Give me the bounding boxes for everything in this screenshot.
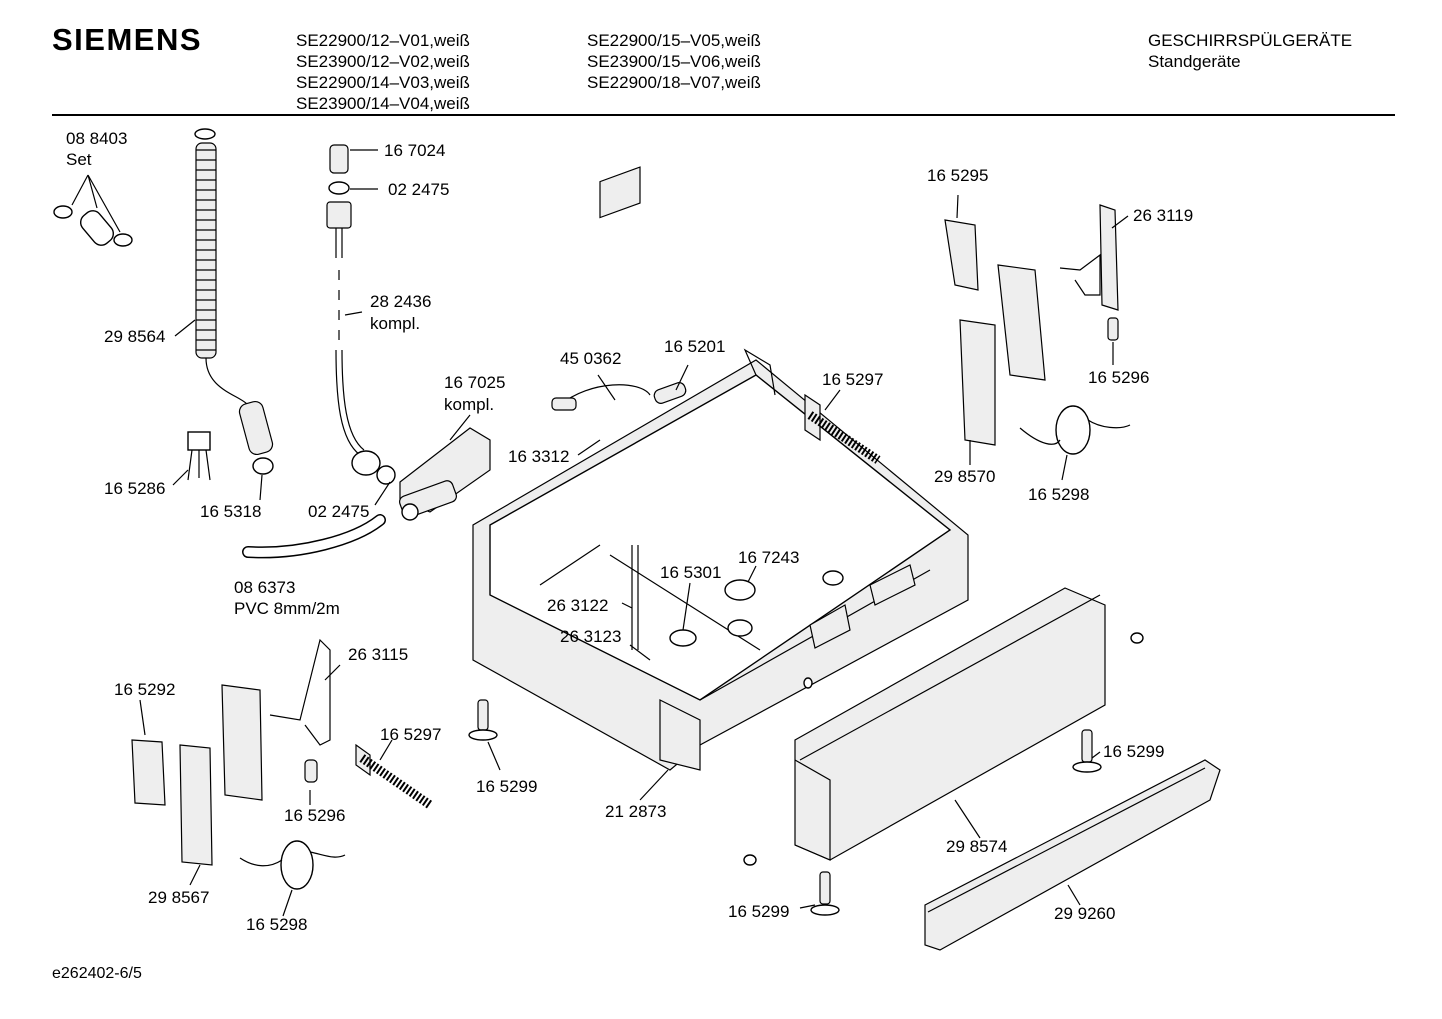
clip-drawing: [187, 431, 211, 481]
part-label: 16 5286: [104, 479, 165, 498]
part-label: 16 7024: [384, 141, 445, 160]
model-item: SE22900/12–V01,weiß: [296, 31, 470, 50]
leader-lines: [71, 149, 1129, 917]
part-label: 16 5297: [822, 370, 883, 389]
right-bracket-drawing: [944, 204, 1131, 455]
model-list-1: SE22900/12–V01,weiß SE23900/12–V02,weiß …: [296, 30, 470, 114]
kick-plate-drawing: [794, 587, 1106, 861]
left-bracket-drawing: [131, 638, 433, 890]
pvc-tube-drawing: [242, 514, 386, 559]
part-label: 26 3119: [1133, 206, 1193, 225]
part-label: 16 7025: [444, 373, 505, 392]
part-label: 16 5296: [1088, 368, 1149, 387]
part-label: 21 2873: [605, 802, 666, 821]
model-list-2: SE22900/15–V05,weiß SE23900/15–V06,weiß …: [587, 30, 761, 93]
part-label: 08 8403: [66, 129, 127, 148]
foot-screw-drawing: [468, 632, 1144, 916]
part-label: 29 8567: [148, 888, 209, 907]
clamp-set-drawing: [53, 205, 133, 247]
aquastop-drawing: [399, 427, 491, 521]
model-item: SE23900/14–V04,weiß: [296, 94, 470, 113]
part-label: 16 5299: [476, 777, 537, 796]
plinth-drawing: [924, 759, 1221, 951]
part-label: 26 3122: [547, 596, 608, 615]
part-label: PVC 8mm/2m: [234, 599, 340, 618]
header-rule: [52, 114, 1395, 116]
base-tub-drawing: [472, 348, 969, 771]
part-label: 29 8564: [104, 327, 165, 346]
spring-drawing: [804, 393, 881, 464]
part-label: 29 8574: [946, 837, 1007, 856]
category-subtitle: Standgeräte: [1148, 52, 1241, 71]
part-label: 16 5299: [728, 902, 789, 921]
part-label: 16 5298: [246, 915, 307, 934]
part-label: kompl.: [370, 314, 420, 333]
model-item: SE23900/12–V02,weiß: [296, 52, 470, 71]
part-label: 26 3115: [348, 645, 408, 664]
part-label: 29 8570: [934, 467, 995, 486]
inlet-hose-drawing: [326, 144, 396, 485]
part-label: Set: [66, 150, 92, 169]
part-label: 16 5296: [284, 806, 345, 825]
category-block: GESCHIRRSPÜLGERÄTE Standgeräte: [1148, 30, 1352, 72]
part-labels: 08 8403 Set 29 8564 16 7024 02 2475 28 2…: [66, 129, 1193, 934]
part-label: 45 0362: [560, 349, 621, 368]
model-item: SE22900/14–V03,weiß: [296, 73, 470, 92]
part-label: 16 5318: [200, 502, 261, 521]
part-label: 02 2475: [388, 180, 449, 199]
document-code: e262402-6/5: [52, 965, 142, 982]
part-label: 16 5292: [114, 680, 175, 699]
part-label: 26 3123: [560, 627, 621, 646]
category-title: GESCHIRRSPÜLGERÄTE: [1148, 31, 1353, 50]
part-label: 16 3312: [508, 447, 569, 466]
wiring-harness-drawing: [551, 166, 687, 411]
part-label: 16 5201: [664, 337, 725, 356]
model-item: SE23900/15–V06,weiß: [587, 52, 761, 71]
part-label: 29 9260: [1054, 904, 1115, 923]
part-label: 02 2475: [308, 502, 369, 521]
part-label: kompl.: [444, 395, 494, 414]
drawing-layer: [53, 128, 1221, 951]
part-label: 16 5301: [660, 563, 721, 582]
part-label: 08 6373: [234, 578, 295, 597]
brand-logo: SIEMENS: [52, 22, 203, 57]
part-label: 28 2436: [370, 292, 431, 311]
part-label: 16 5297: [380, 725, 441, 744]
part-label: 16 5295: [927, 166, 988, 185]
part-label: 16 5299: [1103, 742, 1164, 761]
drain-hose-drawing: [194, 128, 274, 475]
model-item: SE22900/15–V05,weiß: [587, 31, 761, 50]
model-item: SE22900/18–V07,weiß: [587, 73, 761, 92]
part-label: 16 5298: [1028, 485, 1089, 504]
part-label: 16 7243: [738, 548, 799, 567]
